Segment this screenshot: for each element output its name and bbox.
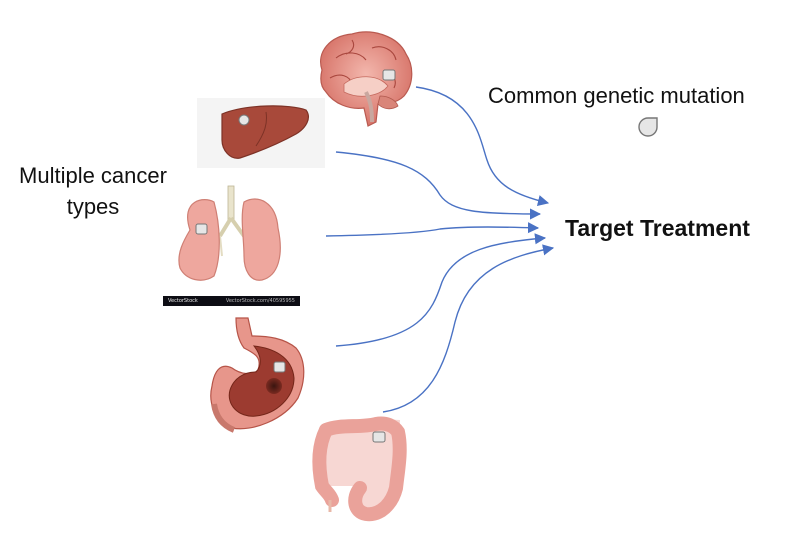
colon-illustration bbox=[312, 416, 407, 522]
arrow-lungs bbox=[325, 222, 540, 237]
mutation-marker bbox=[382, 69, 396, 81]
droplet-icon bbox=[638, 117, 658, 137]
watermark-credit: VectorStock.com/40595955 bbox=[225, 298, 295, 304]
mutation-marker bbox=[273, 361, 286, 373]
lungs-illustration bbox=[178, 185, 281, 281]
mutation-marker bbox=[195, 223, 208, 235]
brain-illustration bbox=[320, 31, 413, 127]
arrow-brain bbox=[415, 86, 550, 207]
liver-illustration bbox=[197, 98, 325, 168]
arrow-colon bbox=[382, 244, 555, 413]
arrow-liver bbox=[335, 151, 542, 220]
mutation-marker bbox=[238, 114, 250, 126]
multiple-cancer-types-label: Multiple cancer types bbox=[19, 163, 167, 219]
watermark-brand: VectorStock bbox=[168, 298, 198, 304]
arrows bbox=[325, 86, 555, 413]
watermark-bar: VectorStock VectorStock.com/40595955 bbox=[163, 296, 300, 306]
stomach-illustration bbox=[210, 317, 305, 433]
mutation-marker bbox=[372, 431, 386, 443]
tumor bbox=[266, 378, 282, 394]
arrow-stomach bbox=[335, 233, 547, 347]
common-genetic-mutation-label: Common genetic mutation bbox=[488, 83, 745, 108]
target-treatment-label: Target Treatment bbox=[565, 215, 750, 241]
